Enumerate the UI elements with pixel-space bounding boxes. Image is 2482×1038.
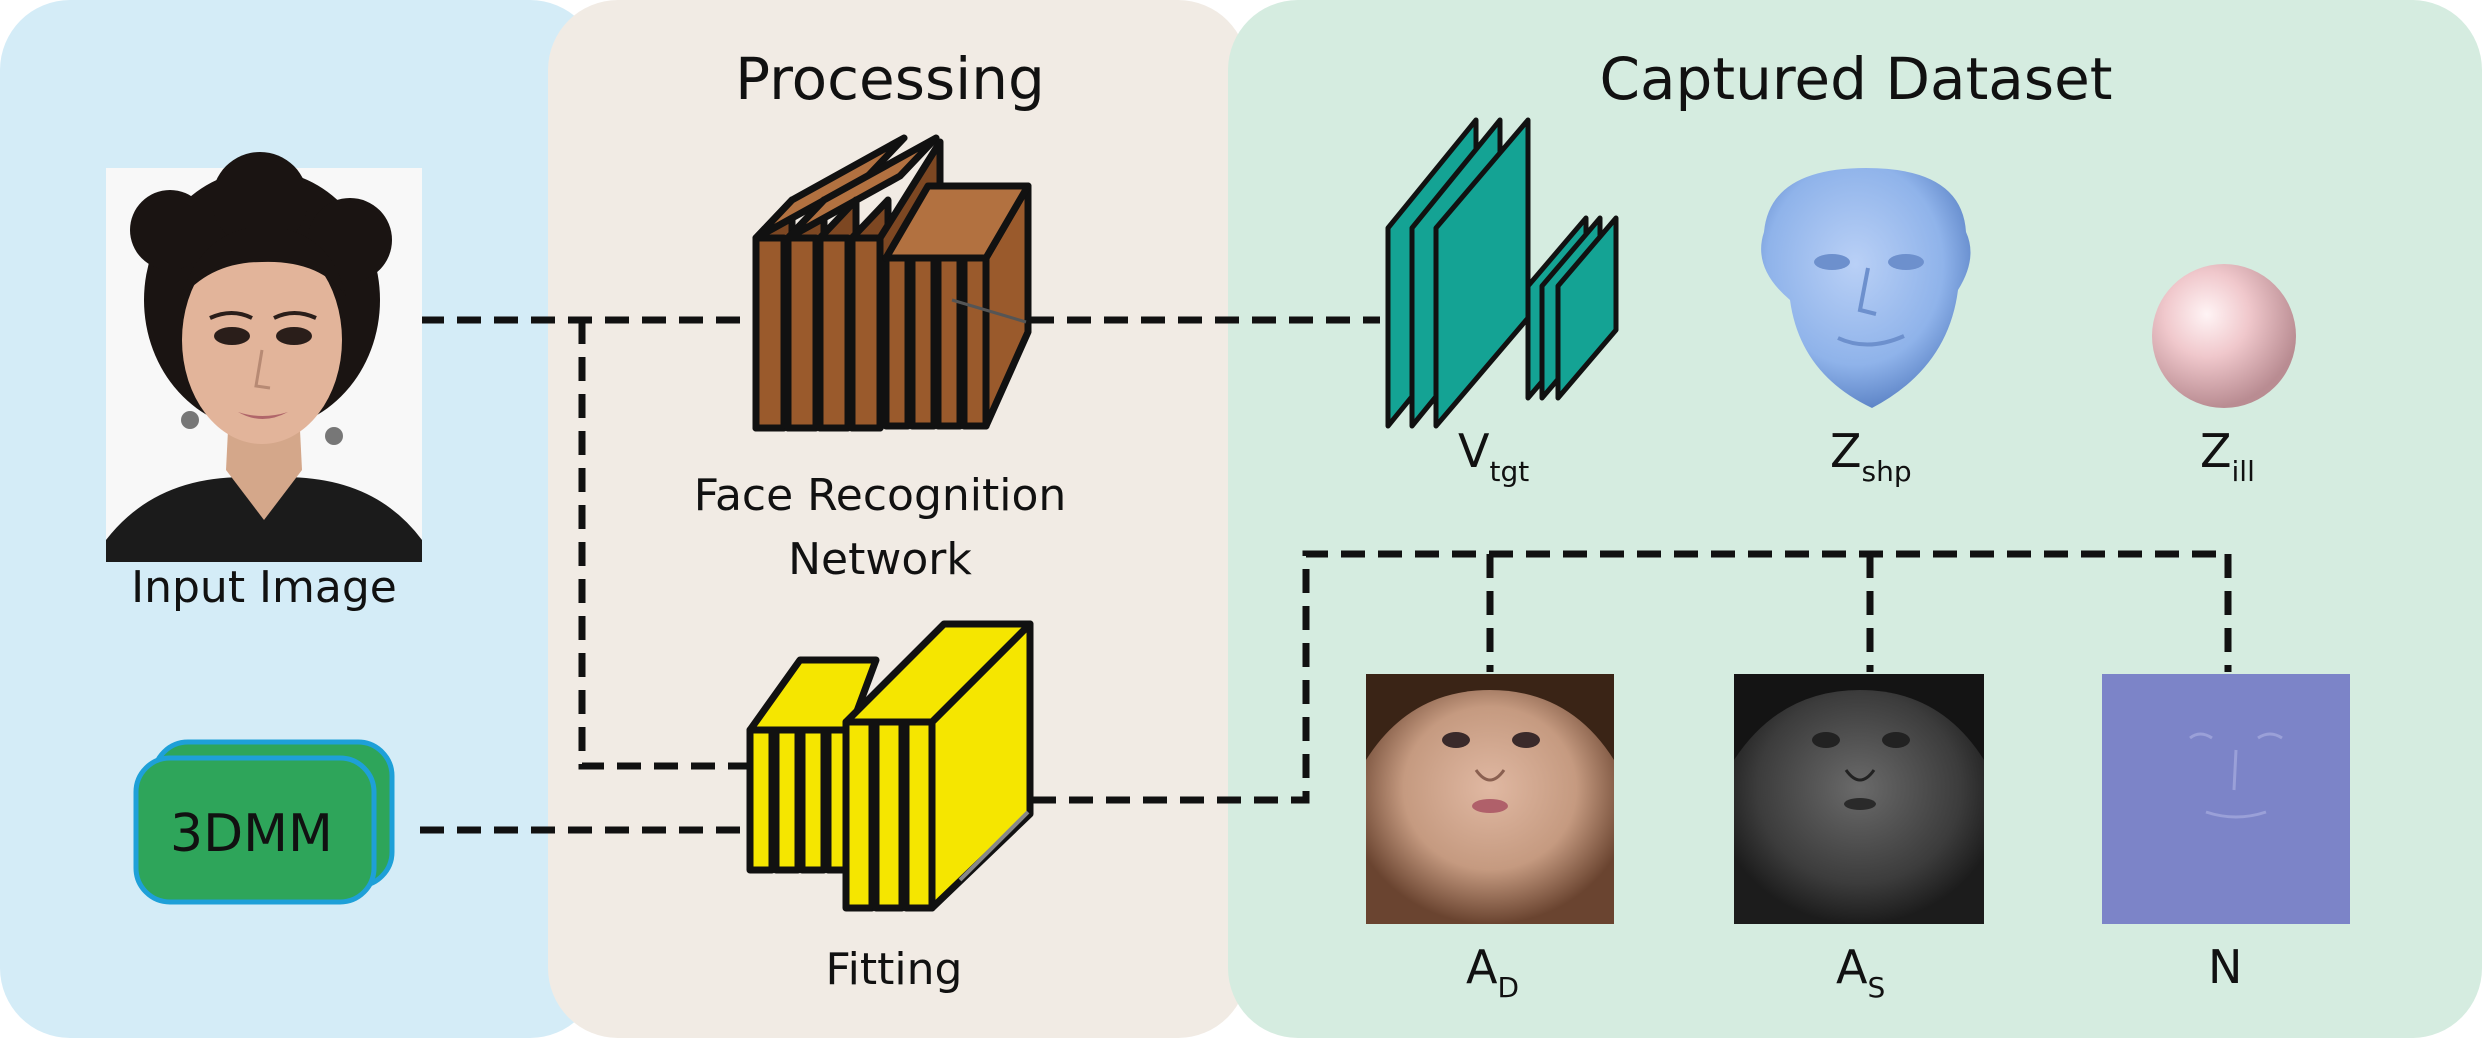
captured-dataset-title: Captured Dataset <box>1599 45 2113 113</box>
fitting-network <box>746 620 1034 912</box>
connector-lines <box>420 316 2232 834</box>
3dmm-box <box>133 739 395 905</box>
recognition-label-line2: Network <box>788 534 972 585</box>
shape-mesh <box>1761 168 1971 408</box>
illumination-sphere <box>2152 264 2296 408</box>
processing-title: Processing <box>735 45 1045 113</box>
vtgt-network <box>1385 117 1619 429</box>
ad-label: AD <box>1466 940 1520 1004</box>
as-label: AS <box>1836 940 1886 1004</box>
fitting-label: Fitting <box>825 944 963 995</box>
n-label: N <box>2208 940 2243 994</box>
zill-label: Zill <box>2200 424 2255 488</box>
zshp-label: Zshp <box>1830 424 1912 488</box>
face-recognition-network <box>752 134 1032 432</box>
vtgt-label: Vtgt <box>1458 424 1530 488</box>
3dmm-label: 3DMM <box>170 804 333 864</box>
diffuse-albedo-map <box>1366 674 1614 924</box>
specular-albedo-map <box>1734 674 1984 924</box>
connector-fitting-to-outputs <box>1032 550 2228 804</box>
recognition-label-line1: Face Recognition <box>693 470 1067 521</box>
normal-map <box>2102 674 2350 924</box>
input-image <box>106 152 422 562</box>
connector-input-to-fitting <box>578 320 748 770</box>
input-image-caption: Input Image <box>131 562 397 613</box>
